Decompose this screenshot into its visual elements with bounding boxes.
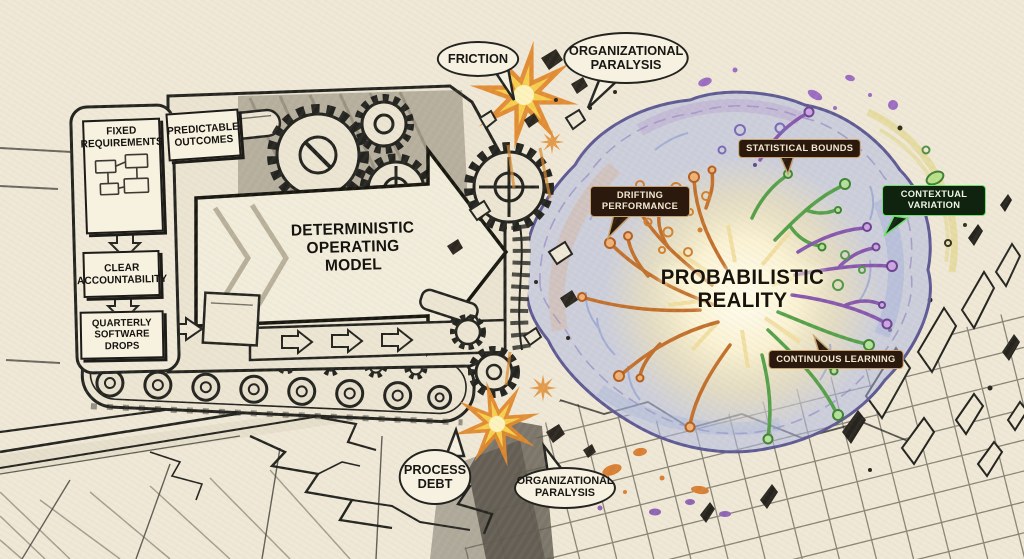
speech-bubble-process-debt: PROCESS DEBT <box>398 449 472 505</box>
dendrites-green <box>750 169 875 445</box>
cloud-splats-top <box>698 67 898 110</box>
collision-sparks <box>443 31 588 478</box>
box-label: PREDICTABLE OUTCOMES <box>166 120 240 150</box>
motion-lines <box>0 147 73 364</box>
flowchart-sketch-icon <box>94 153 150 196</box>
box-label: FIXED REQUIREMENTS <box>80 124 164 151</box>
deterministic-operating-model-label: DETERMINISTIC OPERATING MODEL <box>290 219 415 275</box>
bubble-label: ORGANIZATIONAL PARALYSIS <box>568 42 684 72</box>
tag-label: STATISTICAL BOUNDS <box>746 143 854 154</box>
speech-bubble-organizational-paralysis-top: ORGANIZATIONAL PARALYSIS <box>563 32 689 84</box>
speech-bubble-friction: FRICTION <box>436 41 520 77</box>
debris-shards <box>447 49 617 458</box>
tag-drifting-performance: DRIFTING PERFORMANCE <box>590 186 690 217</box>
tag-label: CONTEXTUAL VARIATION <box>900 189 968 212</box>
collision-zone <box>443 31 617 478</box>
box-fixed-requirements: FIXED REQUIREMENTS <box>80 117 164 235</box>
box-predictable-outcomes: PREDICTABLE OUTCOMES <box>165 108 242 162</box>
gear-icon <box>267 104 369 206</box>
box-label: QUARTERLY SOFTWARE DROPS <box>91 317 152 353</box>
cloud-splats-bottom <box>597 447 731 517</box>
box-quarterly-software-drops: QUARTERLY SOFTWARE DROPS <box>79 310 165 360</box>
speech-bubble-organizational-paralysis-bottom: ORGANIZATIONAL PARALYSIS <box>514 467 616 509</box>
gear-icon <box>450 314 486 350</box>
box-clear-accountability: CLEAR ACCOUNTABILITY <box>76 250 167 298</box>
deterministic-machine-art <box>69 84 509 426</box>
gear-icon <box>354 94 414 154</box>
bubble-label: FRICTION <box>447 50 509 66</box>
box-label: CLEAR ACCOUNTABILITY <box>76 261 167 288</box>
strip-arrows <box>281 326 414 356</box>
tag-label: DRIFTING PERFORMANCE <box>601 190 679 213</box>
tag-statistical-bounds: STATISTICAL BOUNDS <box>738 139 862 159</box>
tag-contextual-variation: CONTEXTUAL VARIATION <box>882 185 986 216</box>
dendrites-orange <box>577 165 732 433</box>
tag-continuous-learning: CONTINUOUS LEARNING <box>768 350 904 370</box>
probabilistic-reality-label: PROBABILISTIC REALITY <box>660 266 825 312</box>
tread-wheels <box>95 368 453 411</box>
bubble-label: PROCESS DEBT <box>403 461 467 491</box>
bubble-label: ORGANIZATIONAL PARALYSIS <box>516 475 614 499</box>
ground-shards <box>700 194 1024 523</box>
gear-icon <box>468 346 520 398</box>
hopper-box <box>201 291 261 347</box>
tag-label: CONTINUOUS LEARNING <box>776 354 896 365</box>
piston-arm <box>419 288 479 324</box>
